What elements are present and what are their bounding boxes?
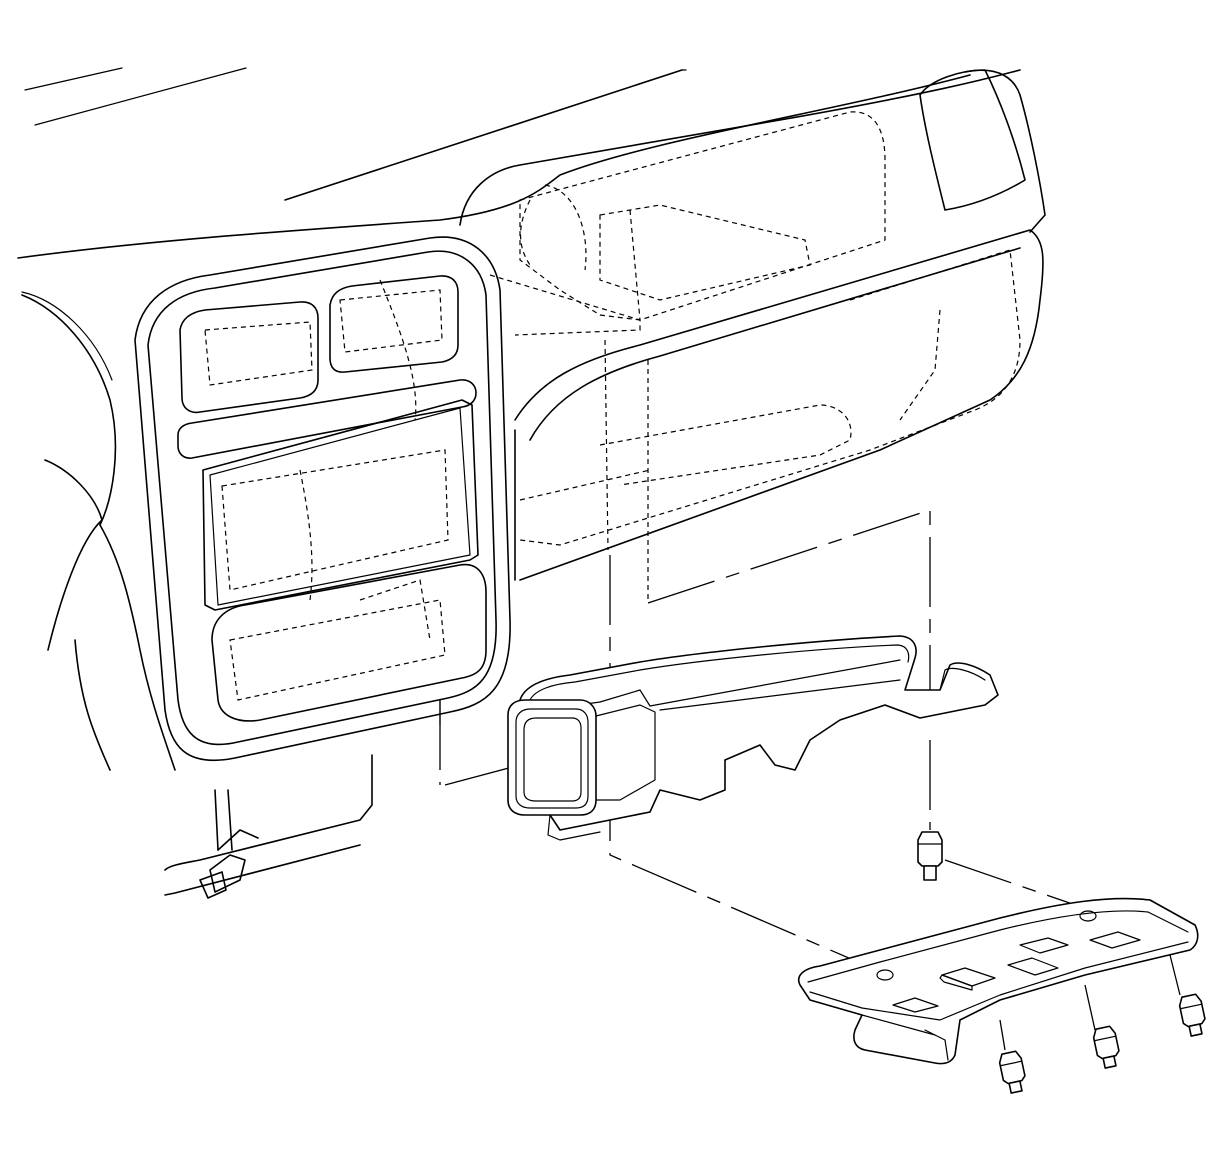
glove-box-area <box>489 111 1021 600</box>
push-pin-icon <box>1178 993 1206 1037</box>
floor-tray <box>798 897 1199 1065</box>
center-stack-bezel <box>134 236 511 762</box>
instrument-panel <box>17 67 1046 896</box>
push-pin-fasteners <box>917 831 1206 1094</box>
column-bracket <box>199 789 259 899</box>
push-pin-icon <box>1092 1025 1120 1069</box>
air-duct <box>507 635 999 841</box>
push-pin-icon <box>998 1050 1026 1094</box>
push-pin-icon <box>917 831 943 881</box>
